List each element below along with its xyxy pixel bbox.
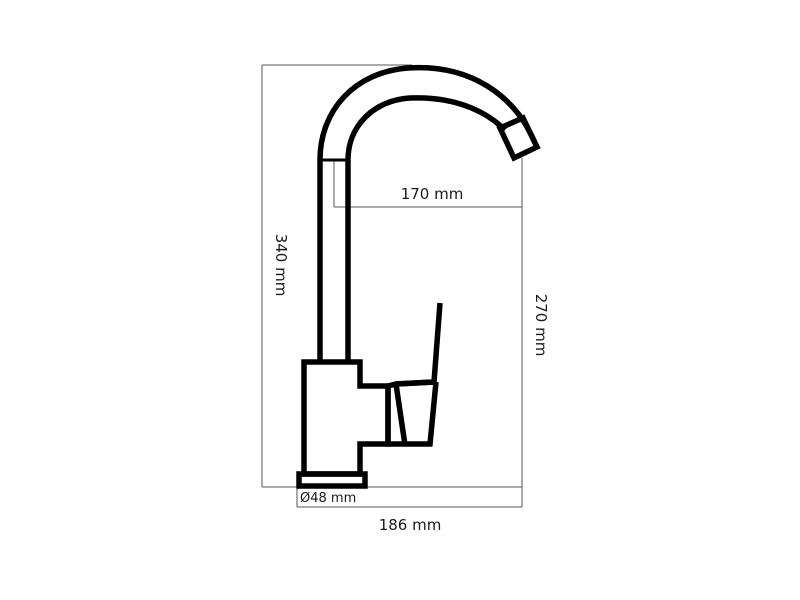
spout-outer-edge	[317, 64, 538, 362]
dimension-lines	[261, 64, 523, 508]
label-base-diameter: Ø48 mm	[300, 491, 356, 506]
lever-handle	[385, 302, 443, 447]
label-total-depth: 186 mm	[379, 516, 442, 534]
spout-inner-edge	[345, 95, 507, 362]
faucet-outline	[296, 64, 541, 489]
label-spout-reach: 170 mm	[401, 185, 464, 203]
faucet-base-ring	[296, 471, 368, 489]
label-spout-height: 270 mm	[532, 294, 550, 357]
label-total-height: 340 mm	[272, 234, 290, 297]
spout-tip	[496, 114, 541, 162]
faucet-body	[301, 359, 391, 477]
lever-handle-front	[393, 379, 435, 446]
